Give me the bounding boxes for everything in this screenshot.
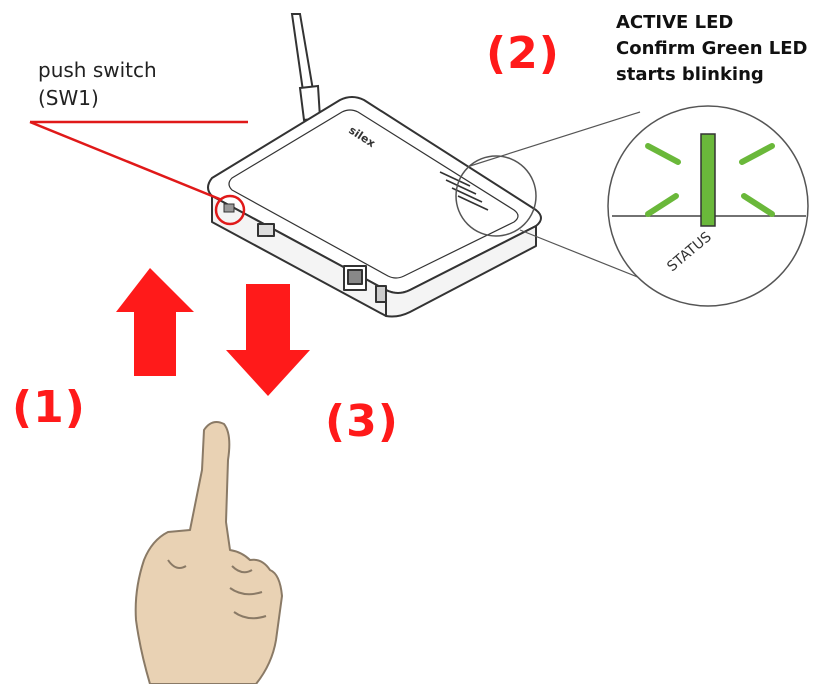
- zoom-source-circle: [455, 155, 537, 237]
- push-switch-label: push switch (SW1): [38, 56, 157, 112]
- led-instruction-line1: ACTIVE LED: [616, 12, 734, 33]
- down-arrow: [226, 284, 310, 396]
- step-2-label: (2): [486, 28, 560, 79]
- step-1-label: (1): [12, 382, 86, 433]
- led-instruction: ACTIVE LED Confirm Green LED starts blin…: [616, 10, 808, 88]
- status-led: [700, 133, 716, 227]
- arrows: [116, 268, 310, 396]
- push-switch-label-line1: push switch: [38, 58, 157, 82]
- pointing-hand-icon: [134, 421, 283, 684]
- switch-highlight-circle: [214, 194, 246, 226]
- led-instruction-line2: Confirm Green LED: [616, 38, 808, 59]
- step-3-label: (3): [325, 396, 399, 447]
- antenna: [290, 13, 322, 122]
- led-zoom: STATUS: [607, 105, 809, 307]
- up-arrow: [116, 268, 194, 376]
- switch-button: [223, 203, 235, 213]
- push-switch-label-line2: (SW1): [38, 86, 99, 110]
- led-blink-rays: [645, 143, 775, 217]
- wireless-device: silex: [207, 96, 542, 318]
- led-instruction-line3: starts blinking: [616, 64, 764, 85]
- zoom-line-top: [469, 111, 641, 167]
- switch-callout: [29, 120, 248, 226]
